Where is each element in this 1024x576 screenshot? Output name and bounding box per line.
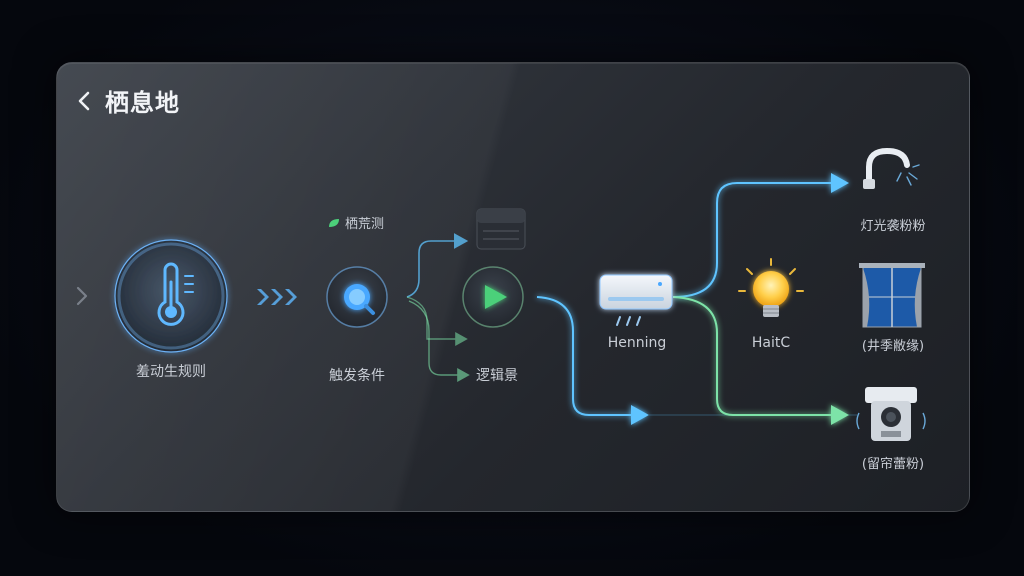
source-node-button[interactable] — [115, 240, 227, 352]
light-label: HaitC — [751, 335, 791, 351]
flow-chevrons — [257, 289, 297, 305]
ac-label: Henning — [607, 335, 667, 351]
speaker-icon — [856, 387, 926, 441]
page-title: 栖息地 — [105, 89, 180, 117]
automation-flow-diagram — [114, 147, 926, 441]
flow-branch-up — [406, 233, 469, 298]
trigger-node-button[interactable] — [327, 267, 387, 327]
ac-node-button[interactable] — [600, 275, 672, 319]
back-button[interactable]: 栖息地 — [75, 83, 180, 118]
curtain-icon — [859, 263, 925, 328]
curtain-node-button[interactable] — [863, 263, 923, 329]
automation-panel: 栖息地 — [56, 62, 970, 512]
lamp-node-button[interactable] — [863, 147, 923, 207]
flow-route-low-1 — [536, 296, 649, 425]
trigger-node — [326, 266, 388, 328]
flow-route-green — [672, 296, 849, 425]
router-box-icon — [476, 208, 526, 250]
search-icon — [344, 284, 375, 315]
air-conditioner-icon — [599, 274, 673, 326]
chevron-right-icon[interactable] — [75, 285, 89, 307]
logic-label: 逻辑景 — [476, 368, 518, 384]
lamp-label: 灯光袭粉粉 — [860, 219, 926, 234]
desk-lamp-icon — [863, 147, 920, 189]
sensor-tag: 栖荒测 — [329, 213, 384, 232]
logic-node-button[interactable] — [463, 267, 523, 327]
sensor-tag-label: 栖荒测 — [345, 217, 385, 232]
source-label: 羞动生规则 — [136, 364, 206, 380]
light-node-button[interactable] — [747, 263, 795, 319]
thermometer-icon — [157, 262, 194, 326]
logic-node — [462, 266, 524, 328]
trigger-label: 触发条件 — [329, 368, 385, 384]
chevron-left-icon — [78, 91, 90, 110]
leaf-icon — [329, 218, 339, 227]
speaker-node-button[interactable] — [863, 385, 919, 445]
speaker-label: (留帘蕾粉) — [861, 457, 925, 472]
light-bulb-icon — [738, 258, 804, 317]
flow-route-top — [672, 173, 849, 298]
curtain-label: (井季敝缘) — [861, 339, 925, 354]
flow-branch-low — [408, 300, 470, 382]
flow-branch-mid — [406, 296, 468, 346]
thermometer-node — [114, 239, 228, 353]
play-icon — [485, 285, 507, 309]
